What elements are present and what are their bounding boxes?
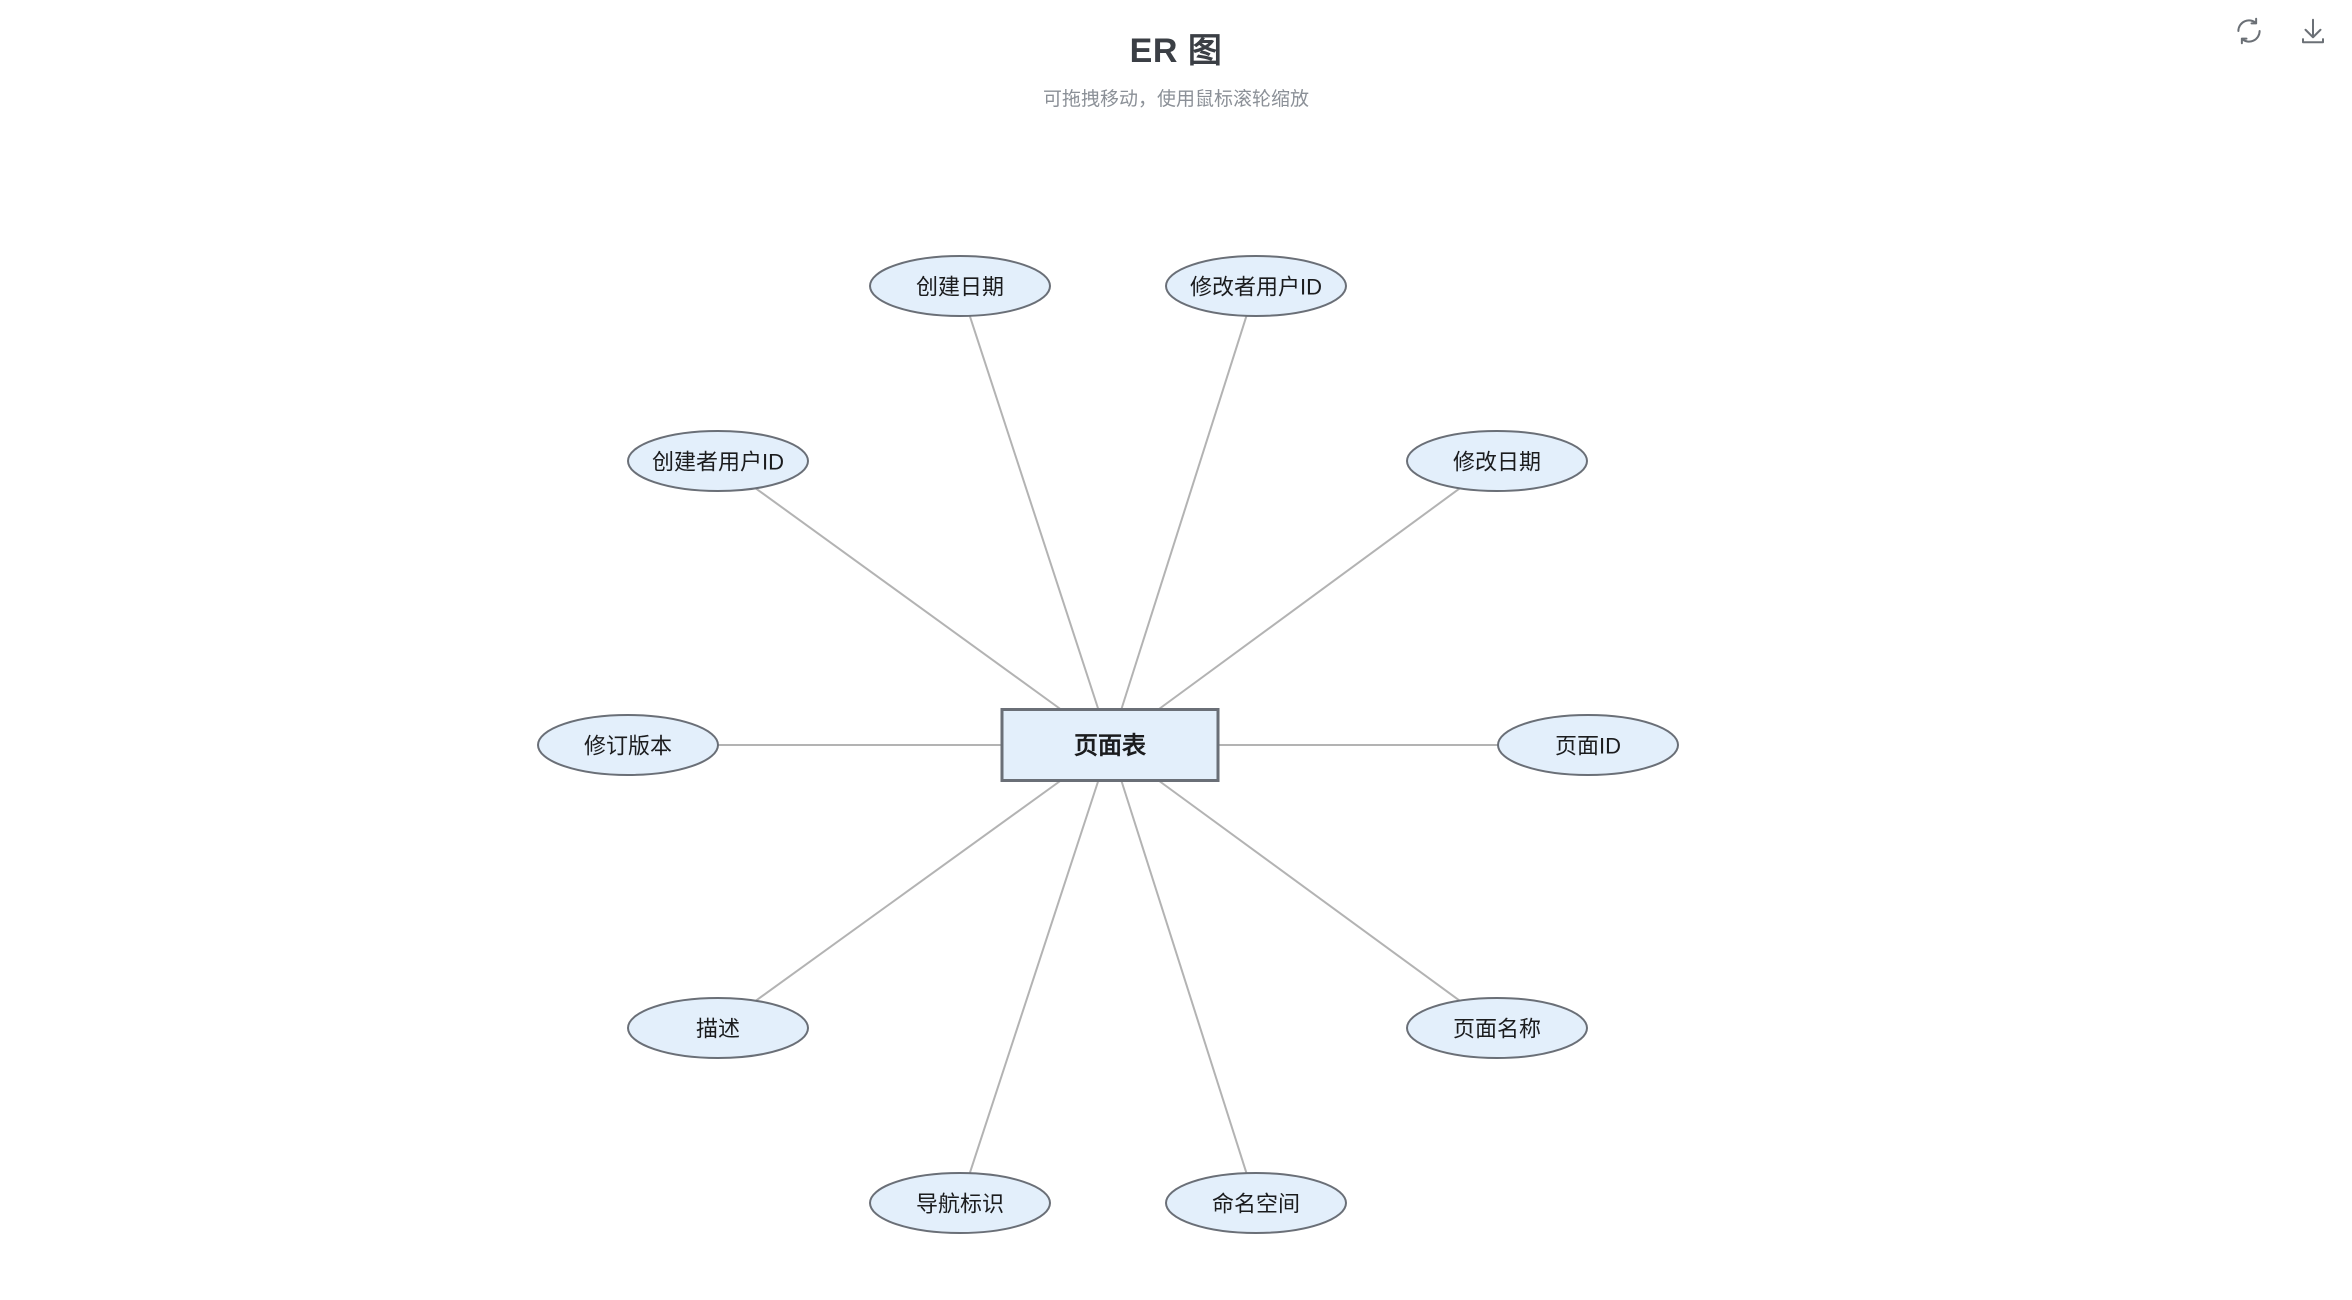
er-attribute-label: 修订版本 (584, 734, 672, 759)
er-edge (968, 780, 1100, 1174)
download-icon (2298, 16, 2328, 46)
er-attribute-shape[interactable] (869, 1172, 1051, 1234)
edges-layer (718, 315, 1498, 1174)
er-attribute-shape[interactable] (1165, 1172, 1347, 1234)
reset-view-button[interactable] (2232, 14, 2266, 48)
er-attribute-node[interactable]: 创建日期 (869, 255, 1051, 317)
er-attribute-label: 修改者用户ID (1190, 275, 1322, 300)
er-attribute-node[interactable]: 创建者用户ID (627, 430, 809, 492)
er-entity-node[interactable]: 页面表 (1000, 708, 1220, 782)
er-attribute-label: 创建日期 (916, 275, 1004, 300)
er-attribute-shape[interactable] (1497, 714, 1679, 776)
refresh-icon (2234, 16, 2264, 46)
er-edge (1120, 780, 1248, 1174)
er-edge (1120, 315, 1248, 710)
er-edge (755, 487, 1062, 711)
er-attribute-label: 页面ID (1555, 734, 1621, 759)
er-entity-shape[interactable] (1000, 708, 1220, 782)
download-button[interactable] (2296, 14, 2330, 48)
er-attribute-shape[interactable] (1165, 255, 1347, 317)
er-attribute-node[interactable]: 描述 (627, 997, 809, 1059)
er-edge (755, 779, 1062, 1002)
er-attribute-node[interactable]: 导航标识 (869, 1172, 1051, 1234)
er-attribute-shape[interactable] (627, 430, 809, 492)
er-attribute-shape[interactable] (537, 714, 719, 776)
er-attribute-node[interactable]: 修改日期 (1406, 430, 1588, 492)
er-edge (1157, 779, 1461, 1002)
er-entity-label: 页面表 (1074, 733, 1147, 760)
er-attribute-shape[interactable] (1406, 430, 1588, 492)
er-edge (968, 315, 1100, 710)
er-attribute-node[interactable]: 修改者用户ID (1165, 255, 1347, 317)
er-attribute-label: 修改日期 (1453, 450, 1541, 475)
er-attribute-node[interactable]: 页面ID (1497, 714, 1679, 776)
er-attribute-label: 描述 (696, 1017, 740, 1042)
er-attribute-label: 创建者用户ID (652, 450, 784, 475)
er-attribute-label: 命名空间 (1212, 1192, 1300, 1217)
diagram-toolbar (2232, 14, 2330, 48)
er-attribute-node[interactable]: 页面名称 (1406, 997, 1588, 1059)
er-attribute-shape[interactable] (869, 255, 1051, 317)
er-edge (1157, 487, 1461, 711)
er-attribute-label: 导航标识 (916, 1192, 1004, 1217)
er-attribute-node[interactable]: 修订版本 (537, 714, 719, 776)
er-attribute-shape[interactable] (627, 997, 809, 1059)
er-attribute-shape[interactable] (1406, 997, 1588, 1059)
er-attribute-node[interactable]: 命名空间 (1165, 1172, 1347, 1234)
er-attribute-label: 页面名称 (1453, 1017, 1541, 1042)
